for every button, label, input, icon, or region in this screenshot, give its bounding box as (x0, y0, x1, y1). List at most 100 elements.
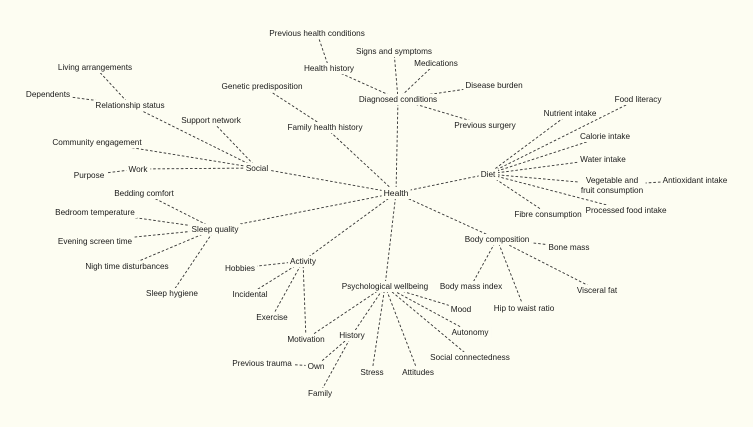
edge-pw-att (384, 285, 419, 373)
node-ce: Community engagement (50, 137, 145, 148)
node-phc-bg (267, 28, 367, 39)
node-sq-bg (189, 224, 242, 235)
node-ex-bg (254, 312, 291, 323)
node-ni-bg (541, 108, 599, 119)
node-pw-label: Psychological wellbeing (342, 282, 429, 291)
node-fc-bg (512, 209, 585, 220)
node-pw-bg (339, 281, 431, 292)
node-purpose-label: Purpose (74, 171, 105, 180)
node-est-label: Evening screen time (58, 237, 133, 246)
node-inc-label: Incidental (232, 290, 267, 299)
node-health: Health (381, 187, 411, 199)
edge-diag-hh (328, 67, 399, 100)
node-bt-bg (53, 207, 138, 218)
node-fl-bg (612, 94, 665, 105)
node-aut: Autonomy (449, 327, 492, 338)
node-sas-label: Signs and symptoms (356, 47, 432, 56)
node-bmi-bg (437, 281, 505, 292)
edge-health-diet (395, 173, 489, 194)
node-gp: Genetic predisposition (219, 81, 305, 92)
node-own-label: Own (308, 362, 325, 371)
edge-pw-mood (384, 285, 462, 310)
node-stress: Stress (358, 367, 386, 378)
node-bm-bg (546, 242, 592, 253)
node-hob-bg (222, 263, 258, 274)
edge-bcomp-bmi (470, 238, 498, 287)
node-pfi: Processed food intake (583, 205, 669, 216)
node-db: Disease burden (463, 80, 526, 91)
node-ci-bg (577, 131, 633, 142)
node-ce-bg (50, 137, 145, 148)
node-fc: Fibre consumption (512, 209, 585, 220)
edge-work-purpose (88, 168, 139, 176)
edge-rs-la (94, 66, 131, 106)
node-social-label: Social (246, 164, 268, 173)
node-ps-label: Previous surgery (454, 121, 516, 130)
node-mot: Motivation (285, 334, 328, 345)
node-phc: Previous health conditions (267, 28, 367, 39)
node-work: Work (126, 164, 151, 175)
node-act-bg (288, 256, 319, 267)
node-vfc-bg (578, 175, 646, 196)
node-meds-bg (412, 58, 460, 69)
node-fhh-label: Family health history (287, 123, 363, 132)
node-fhh: Family health history (285, 122, 366, 133)
node-att-bg (400, 367, 436, 378)
node-meds-label: Medications (414, 59, 458, 68)
edge-diet-ci (487, 135, 606, 175)
edge-health-act (302, 192, 397, 262)
edge-diag-sas (393, 50, 399, 100)
edge-social-work (137, 167, 258, 170)
edge-fhh-gp (261, 85, 326, 128)
node-diet: Diet (478, 169, 499, 180)
node-sc-bg (428, 352, 512, 363)
node-rs-label: Relationship status (95, 101, 164, 110)
edge-social-sn (210, 119, 258, 169)
node-wi-bg (578, 154, 629, 165)
node-own-bg (305, 361, 327, 372)
node-vf: Visceral fat (574, 285, 620, 296)
node-sn-bg (179, 115, 244, 126)
node-pfi-label: Processed food intake (585, 206, 666, 215)
node-pw: Psychological wellbeing (339, 281, 431, 292)
node-ai-label: Antioxidant intake (663, 176, 728, 185)
node-sh-bg (144, 288, 201, 299)
node-bc-bg (112, 188, 177, 199)
node-bc: Bedding comfort (112, 188, 177, 199)
edge-health-sq (214, 192, 397, 230)
node-stress-label: Stress (360, 368, 383, 377)
node-bcomp-bg (462, 234, 532, 245)
node-est: Evening screen time (55, 236, 135, 247)
edge-bcomp-vf (496, 238, 598, 291)
edge-pw-aut (384, 285, 471, 333)
edge-diet-fc (487, 173, 549, 215)
node-mood-label: Mood (451, 305, 472, 314)
node-gp-label: Genetic predisposition (221, 82, 302, 91)
node-hh-label: Health history (304, 64, 355, 73)
node-aut-label: Autonomy (452, 328, 490, 337)
node-pt-bg (230, 358, 295, 369)
node-mot-bg (285, 334, 328, 345)
node-pt: Previous trauma (230, 358, 295, 369)
node-diag: Diagnosed conditions (356, 94, 440, 105)
node-bcomp: Body composition (462, 234, 532, 245)
node-mood: Mood (448, 304, 474, 315)
node-wi-label: Water intake (580, 155, 626, 164)
node-inc: Incidental (230, 289, 270, 300)
node-bcomp-label: Body composition (465, 235, 530, 244)
node-hob-label: Hobbies (225, 264, 255, 273)
node-health-bg (381, 187, 411, 199)
node-bm-label: Bone mass (549, 243, 590, 252)
node-dep: Dependents (23, 89, 73, 100)
node-ntd: Nigh time disturbances (83, 261, 171, 272)
node-bc-label: Bedding comfort (114, 189, 174, 198)
node-meds: Medications (412, 58, 460, 69)
node-work-bg (126, 164, 151, 175)
node-ai-bg (660, 175, 730, 186)
node-health-label: Health (384, 188, 409, 198)
node-act: Activity (288, 256, 319, 267)
node-la-label: Living arrangements (58, 63, 132, 72)
node-fhh-bg (285, 122, 366, 133)
node-hwr: Hip to waist ratio (491, 303, 557, 314)
